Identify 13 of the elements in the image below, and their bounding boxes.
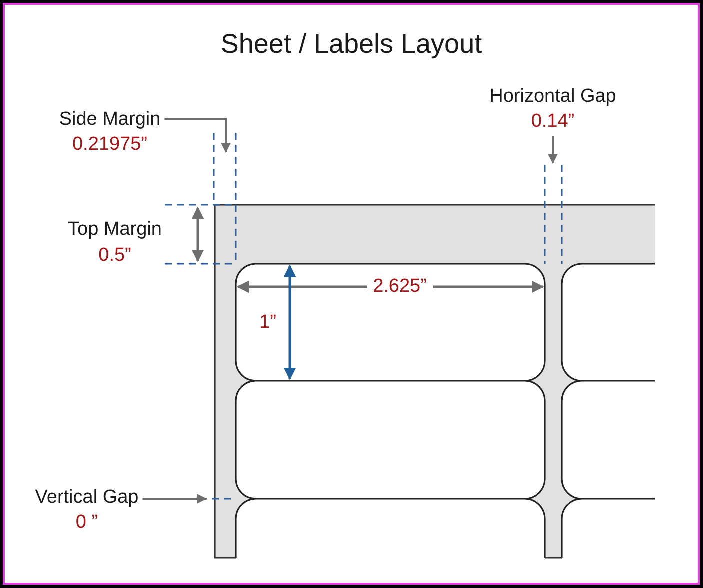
leader-arrow: [142, 494, 207, 504]
leader-arrow: [548, 136, 558, 164]
callout-text: Horizontal Gap: [490, 85, 616, 109]
leader-arrow: [164, 118, 231, 153]
dimension-text: Top Margin: [68, 219, 162, 241]
dimension-value: 0.5”: [98, 245, 132, 267]
dimension-value: 0.21975”: [71, 133, 148, 157]
callout-text: Side Margin: [59, 108, 161, 132]
dimension-value: 0.14”: [530, 110, 576, 134]
dimension-value: 1”: [260, 312, 276, 334]
dimension-value: 0 ”: [74, 511, 100, 535]
callout-text: Vertical Gap: [35, 486, 139, 510]
diagram-title: Sheet / Labels Layout: [220, 29, 482, 59]
